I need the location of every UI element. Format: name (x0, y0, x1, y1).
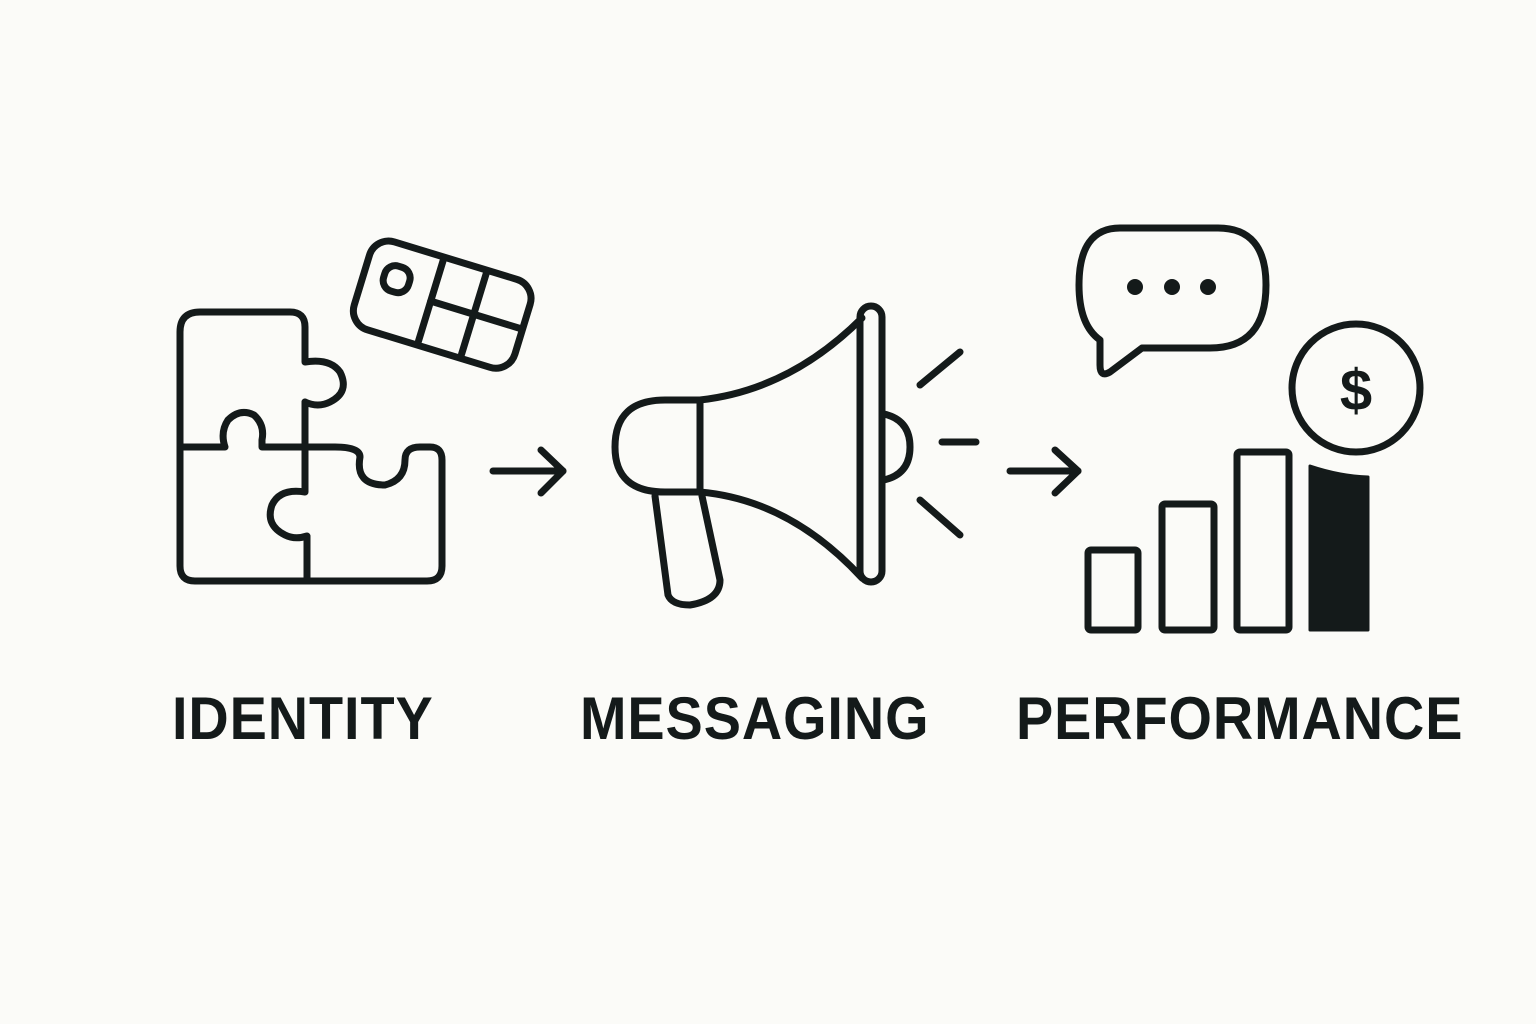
puzzle-icon (176, 308, 446, 585)
arrow-right-icon (1006, 446, 1082, 497)
megaphone-icon (611, 302, 980, 609)
bar-chart-icon (1084, 448, 1370, 634)
dollar-symbol: $ (1340, 358, 1372, 423)
speech-bubble-icon (1075, 224, 1270, 378)
stage-label-messaging: MESSAGING (580, 685, 930, 752)
color-palette-swatch-icon (349, 237, 535, 372)
stage-label-identity: IDENTITY (172, 685, 434, 752)
dollar-coin-icon: $ (1288, 320, 1424, 456)
arrow-right-icon (489, 446, 567, 497)
stage-label-performance: PERFORMANCE (1016, 685, 1464, 752)
